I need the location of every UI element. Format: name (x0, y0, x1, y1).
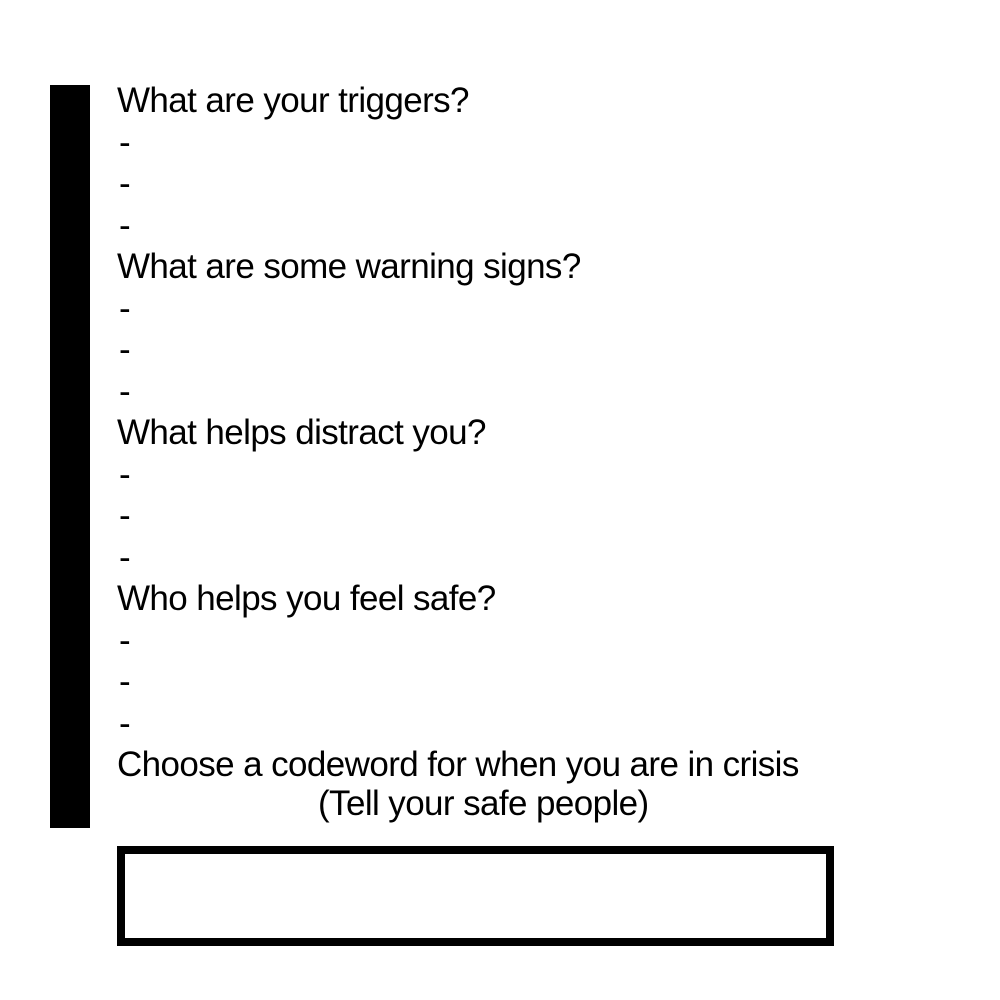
triggers-section: What are your triggers? - - - (117, 80, 877, 246)
distractions-blank-1[interactable]: - (119, 454, 131, 494)
safe-people-section: Who helps you feel safe? - - - (117, 578, 877, 744)
warning-signs-blank-1[interactable]: - (119, 288, 131, 328)
distractions-question: What helps distract you? (117, 413, 486, 452)
distractions-blank-2[interactable]: - (119, 496, 131, 535)
codeword-input-box[interactable] (117, 846, 834, 946)
codeword-subtitle: (Tell your safe people) (318, 784, 649, 823)
safe-people-blank-2[interactable]: - (119, 662, 131, 701)
safe-people-question: Who helps you feel safe? (117, 579, 496, 618)
triggers-blank-3[interactable]: - (119, 205, 131, 245)
safe-people-blank-3[interactable]: - (119, 703, 131, 743)
warning-signs-question: What are some warning signs? (117, 247, 581, 286)
triggers-question: What are your triggers? (117, 81, 470, 120)
codeword-prompt: Choose a codeword for when you are in cr… (117, 745, 799, 784)
distractions-section: What helps distract you? - - - (117, 412, 877, 578)
left-accent-bar (50, 85, 90, 828)
triggers-blank-2[interactable]: - (119, 164, 131, 203)
safety-plan-form: What are your triggers? - - - What are s… (117, 80, 877, 786)
warning-signs-blank-3[interactable]: - (119, 371, 131, 411)
distractions-blank-3[interactable]: - (119, 537, 131, 577)
triggers-blank-1[interactable]: - (119, 122, 131, 162)
safe-people-blank-1[interactable]: - (119, 620, 131, 660)
warning-signs-section: What are some warning signs? - - - (117, 246, 877, 412)
warning-signs-blank-2[interactable]: - (119, 330, 131, 369)
